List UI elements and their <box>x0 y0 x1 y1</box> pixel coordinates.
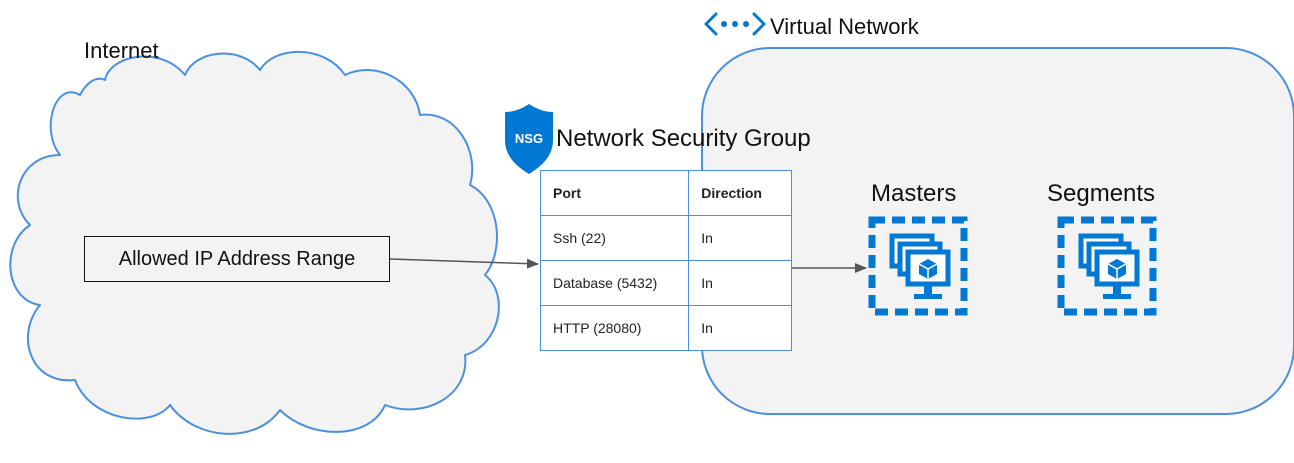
direction-cell: In <box>688 260 792 306</box>
port-cell: Database (5432) <box>539 260 690 306</box>
table-row: Database (5432) In <box>539 260 792 306</box>
nsg-shield-icon: NSG <box>505 104 553 174</box>
port-cell: Ssh (22) <box>539 215 690 261</box>
internet-label: Internet <box>84 38 159 63</box>
nsg-rules-table: Port Direction Ssh (22) In Database (543… <box>539 170 792 351</box>
masters-label: Masters <box>871 180 957 207</box>
direction-cell: In <box>688 215 792 261</box>
table-row: HTTP (28080) In <box>539 305 792 351</box>
port-cell: HTTP (28080) <box>539 305 690 351</box>
virtual-network-label: Virtual Network <box>770 14 919 39</box>
nsg-badge-text: NSG <box>515 131 543 146</box>
virtual-network-icon <box>704 12 766 36</box>
port-column-header: Port <box>539 170 690 216</box>
table-row: Ssh (22) In <box>539 215 792 261</box>
allowed-ip-range-box: Allowed IP Address Range <box>84 236 390 282</box>
allowed-ip-range-label: Allowed IP Address Range <box>118 247 356 270</box>
direction-cell: In <box>688 305 792 351</box>
direction-column-header: Direction <box>688 170 792 216</box>
nsg-title: Network Security Group <box>556 125 811 152</box>
table-header-row: Port Direction <box>539 170 792 216</box>
arrow-internet-to-nsg <box>389 258 539 269</box>
segments-label: Segments <box>1047 180 1156 207</box>
